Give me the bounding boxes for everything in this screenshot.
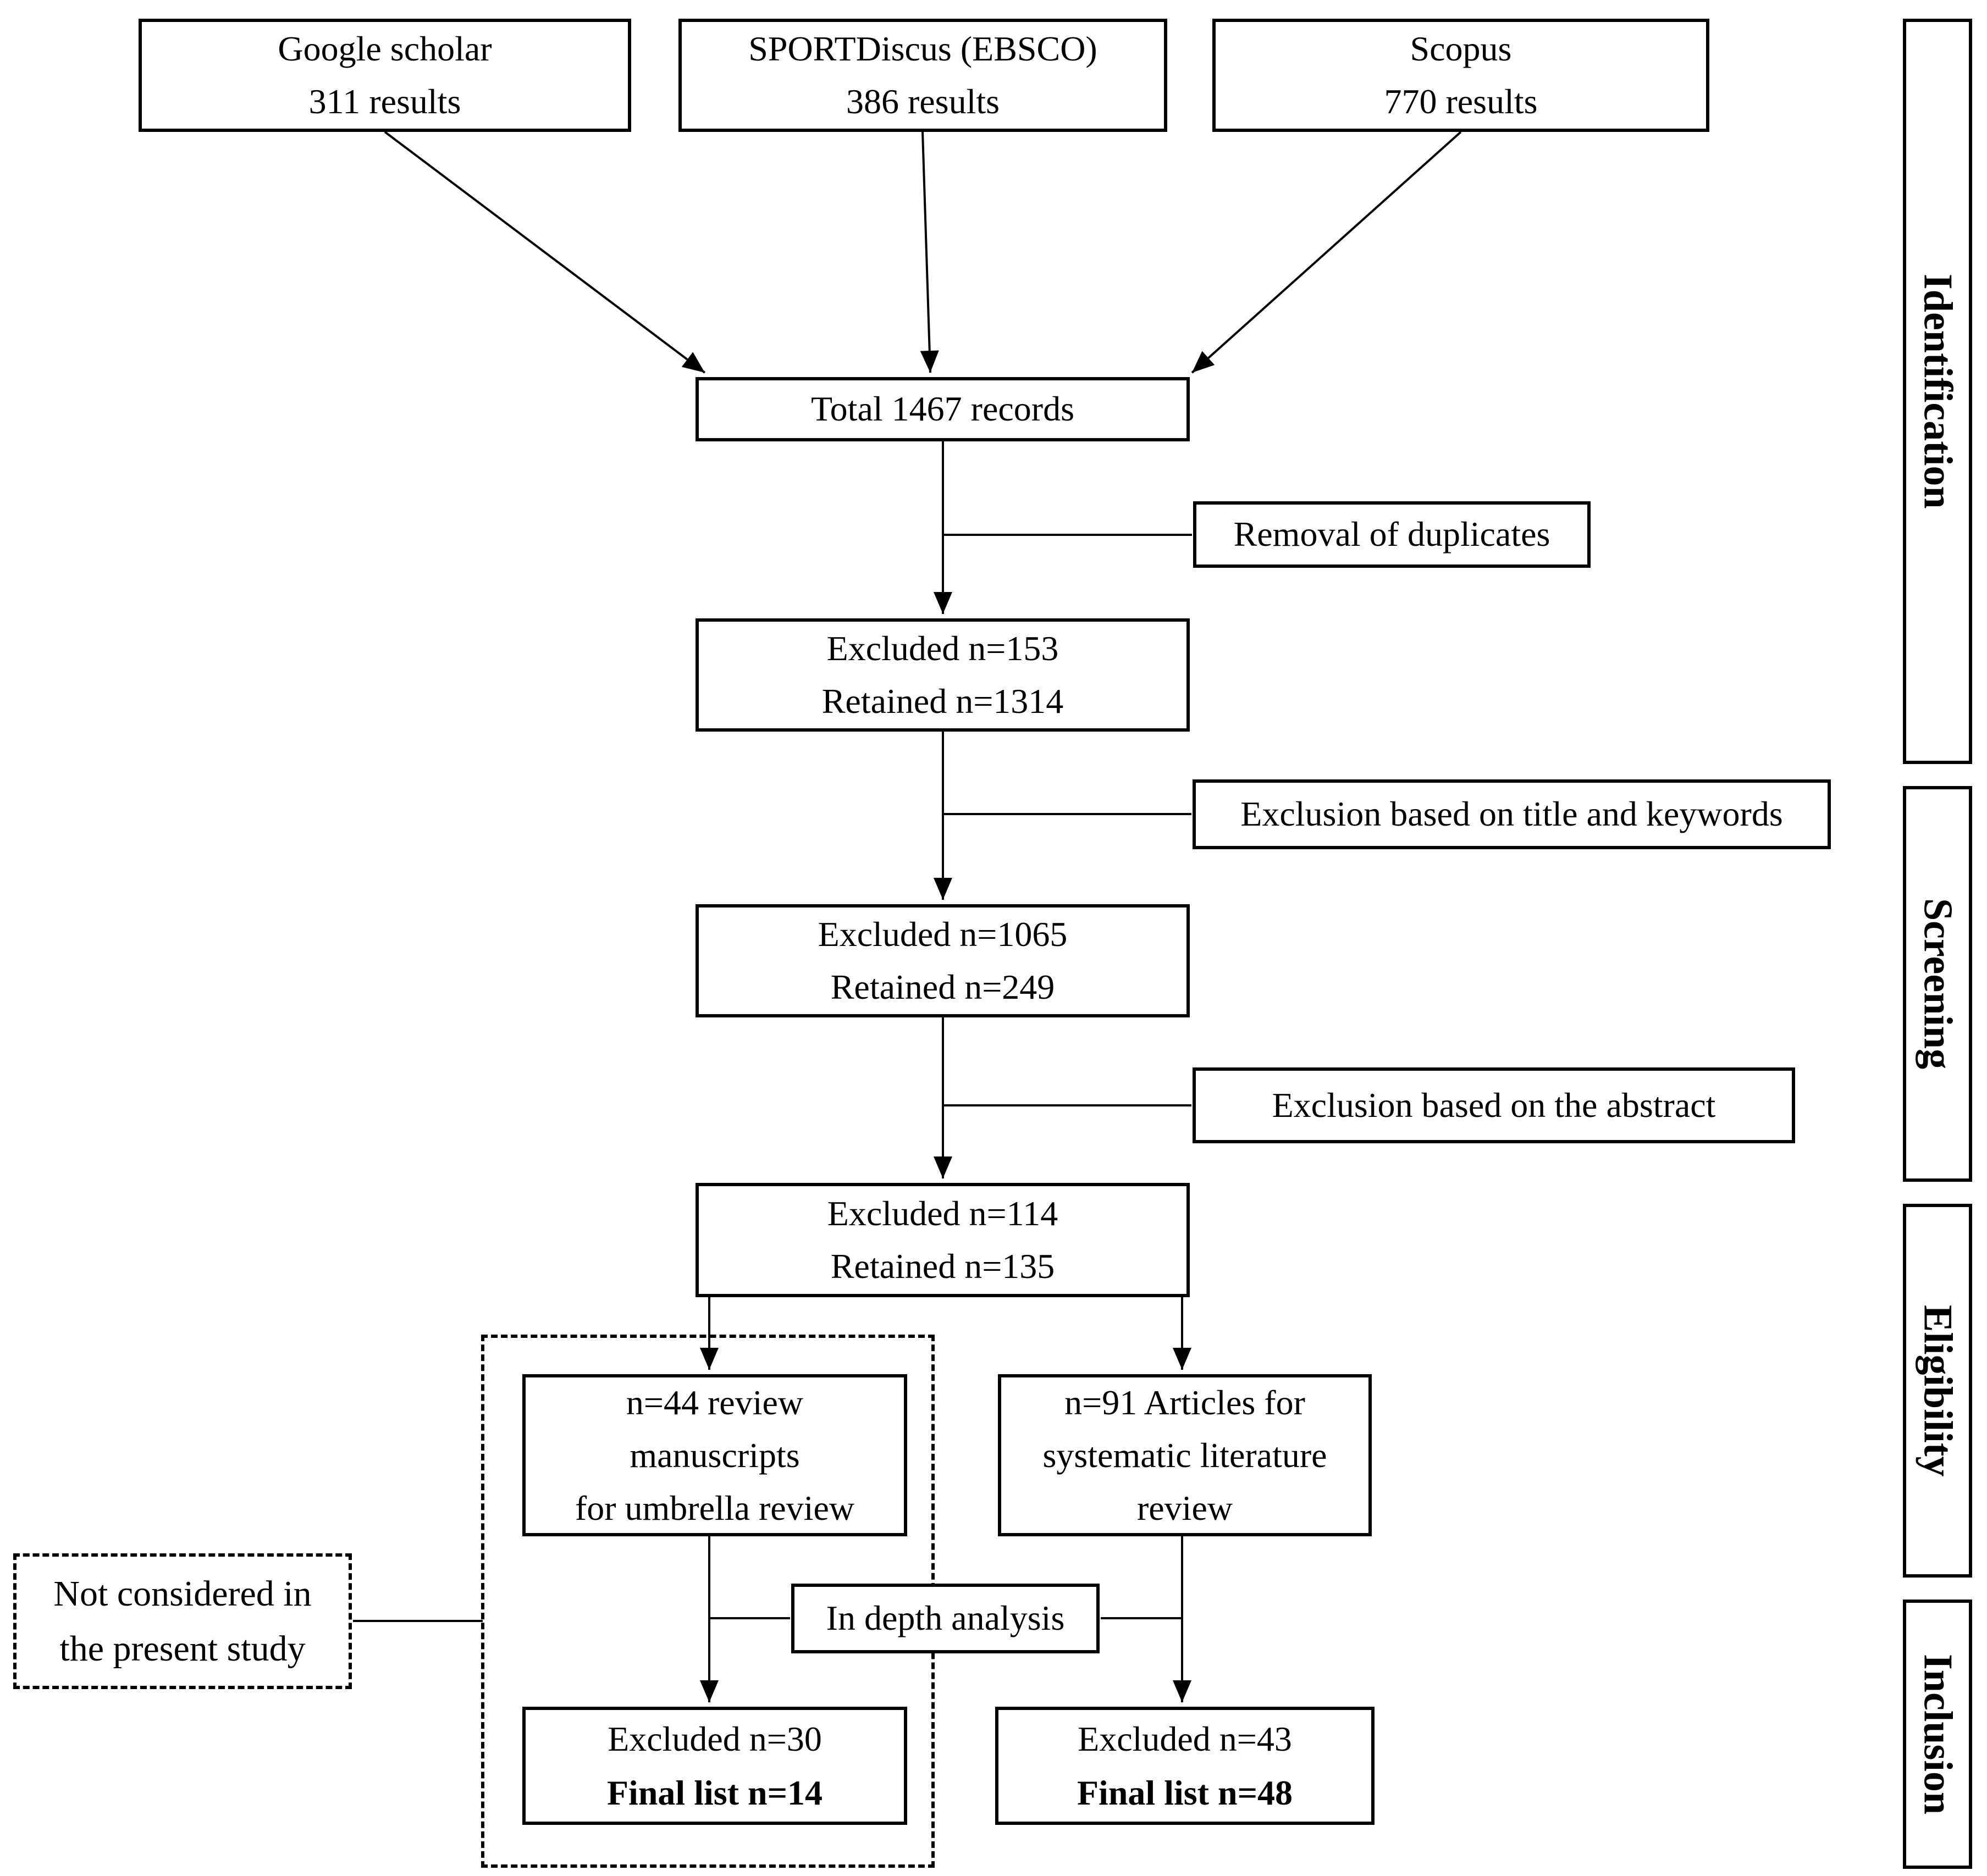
in-depth-analysis-box: In depth analysis bbox=[791, 1584, 1100, 1653]
source-google-count: 311 results bbox=[308, 82, 461, 121]
stage-label-screening: Screening bbox=[1903, 786, 1972, 1182]
total-records-box: Total 1467 records bbox=[696, 377, 1190, 441]
stage-inclusion-text: Inclusion bbox=[1915, 1653, 1961, 1815]
screen3-excluded: Excluded n=114 bbox=[827, 1194, 1058, 1233]
source-scopus-name: Scopus bbox=[1410, 29, 1512, 68]
arrow-google-to-total bbox=[384, 131, 706, 374]
not-considered-line2: the present study bbox=[59, 1628, 306, 1669]
systematic-line2: systematic literature bbox=[1042, 1435, 1327, 1475]
not-considered-box: Not considered in the present study bbox=[13, 1553, 352, 1689]
screen2-excluded: Excluded n=1065 bbox=[818, 915, 1068, 954]
not-considered-line1: Not considered in bbox=[53, 1573, 312, 1614]
exclusion-title-box: Exclusion based on title and keywords bbox=[1193, 779, 1831, 849]
screen1-retained: Retained n=1314 bbox=[821, 682, 1064, 721]
final-systematic-box: Excluded n=43 Final list n=48 bbox=[995, 1707, 1375, 1825]
arrow-sportdiscus-to-total bbox=[920, 131, 939, 373]
final-systematic-excluded: Excluded n=43 bbox=[1078, 1719, 1292, 1758]
removal-duplicates-label: Removal of duplicates bbox=[1233, 514, 1550, 554]
stage-label-identification: Identification bbox=[1903, 19, 1972, 764]
screen2-box: Excluded n=1065 Retained n=249 bbox=[696, 904, 1190, 1017]
umbrella-line3: for umbrella review bbox=[575, 1488, 855, 1528]
stage-label-eligibility: Eligibility bbox=[1903, 1204, 1972, 1578]
screen1-excluded: Excluded n=153 bbox=[826, 629, 1059, 668]
stage-identification-text: Identification bbox=[1915, 274, 1961, 509]
final-umbrella-excluded: Excluded n=30 bbox=[608, 1719, 822, 1758]
systematic-line1: n=91 Articles for bbox=[1064, 1382, 1305, 1422]
umbrella-line1: n=44 review bbox=[626, 1382, 804, 1422]
screen2-retained: Retained n=249 bbox=[830, 967, 1055, 1006]
final-systematic-list: Final list n=48 bbox=[1077, 1773, 1293, 1812]
umbrella-line2: manuscripts bbox=[630, 1435, 800, 1475]
exclusion-title-label: Exclusion based on title and keywords bbox=[1240, 794, 1783, 834]
source-box-scopus: Scopus 770 results bbox=[1212, 19, 1709, 132]
exclusion-abstract-box: Exclusion based on the abstract bbox=[1193, 1067, 1795, 1143]
screen3-retained: Retained n=135 bbox=[830, 1247, 1055, 1286]
screen1-box: Excluded n=153 Retained n=1314 bbox=[696, 618, 1190, 732]
exclusion-abstract-label: Exclusion based on the abstract bbox=[1272, 1085, 1716, 1125]
total-records-label: Total 1467 records bbox=[811, 389, 1074, 429]
stage-eligibility-text: Eligibility bbox=[1915, 1304, 1961, 1477]
in-depth-analysis-label: In depth analysis bbox=[826, 1598, 1065, 1638]
source-sportdiscus-name: SPORTDiscus (EBSCO) bbox=[748, 29, 1097, 68]
source-sportdiscus-count: 386 results bbox=[846, 82, 1000, 121]
source-scopus-count: 770 results bbox=[1384, 82, 1538, 121]
source-box-google-scholar: Google scholar 311 results bbox=[139, 19, 631, 132]
stage-label-inclusion: Inclusion bbox=[1903, 1600, 1972, 1869]
source-google-name: Google scholar bbox=[278, 29, 492, 68]
systematic-review-box: n=91 Articles for systematic literature … bbox=[998, 1374, 1372, 1536]
systematic-line3: review bbox=[1136, 1488, 1233, 1528]
umbrella-review-box: n=44 review manuscripts for umbrella rev… bbox=[522, 1374, 907, 1536]
screen3-box: Excluded n=114 Retained n=135 bbox=[696, 1183, 1190, 1297]
removal-duplicates-box: Removal of duplicates bbox=[1193, 501, 1591, 568]
arrow-scopus-to-total bbox=[1191, 131, 1462, 374]
final-umbrella-list: Final list n=14 bbox=[606, 1773, 823, 1812]
source-box-sportdiscus: SPORTDiscus (EBSCO) 386 results bbox=[678, 19, 1167, 132]
final-umbrella-box: Excluded n=30 Final list n=14 bbox=[522, 1707, 907, 1825]
stage-screening-text: Screening bbox=[1915, 898, 1961, 1070]
